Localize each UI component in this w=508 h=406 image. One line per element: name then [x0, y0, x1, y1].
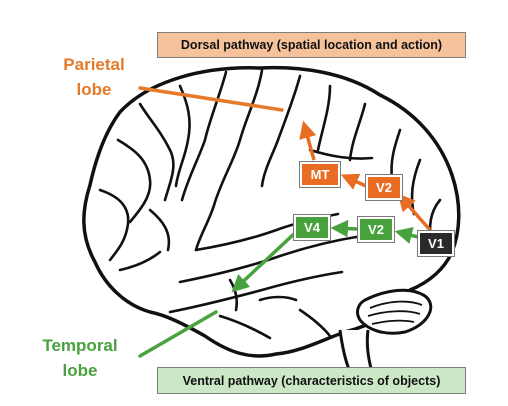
- temporal-lobe-label: Temporal lobe: [30, 333, 130, 383]
- parietal-label-line1: Parietal: [63, 55, 125, 74]
- arrow-v2-to-mt: [340, 173, 367, 190]
- parietal-pointer-line: [138, 86, 284, 112]
- cerebellum-folia: [367, 300, 423, 325]
- dorsal-pathway-banner: Dorsal pathway (spatial location and act…: [157, 32, 466, 58]
- arrow-v1-to-v2-dorsal: [397, 193, 432, 232]
- parietal-label-line2: lobe: [76, 80, 112, 99]
- area-v2-dorsal-box: V2: [366, 175, 402, 200]
- ventral-pathway-banner: Ventral pathway (characteristics of obje…: [157, 367, 466, 394]
- area-mt-box: MT: [300, 162, 340, 187]
- temporal-pointer-line: [138, 310, 218, 358]
- area-v4-box: V4: [294, 215, 330, 240]
- area-v2-ventral-box: V2: [358, 217, 394, 242]
- area-v1-box: V1: [418, 231, 454, 256]
- parietal-lobe-label: Parietal lobe: [52, 52, 136, 102]
- arrow-v2-to-v4: [330, 219, 359, 238]
- arrow-v1-to-v2-ventral: [394, 226, 419, 244]
- arrow-mt-to-parietal: [299, 120, 317, 161]
- temporal-label-line1: Temporal: [42, 336, 118, 355]
- temporal-label-line2: lobe: [62, 361, 98, 380]
- arrow-v4-to-temporal: [231, 230, 298, 293]
- brainstem: [338, 329, 374, 374]
